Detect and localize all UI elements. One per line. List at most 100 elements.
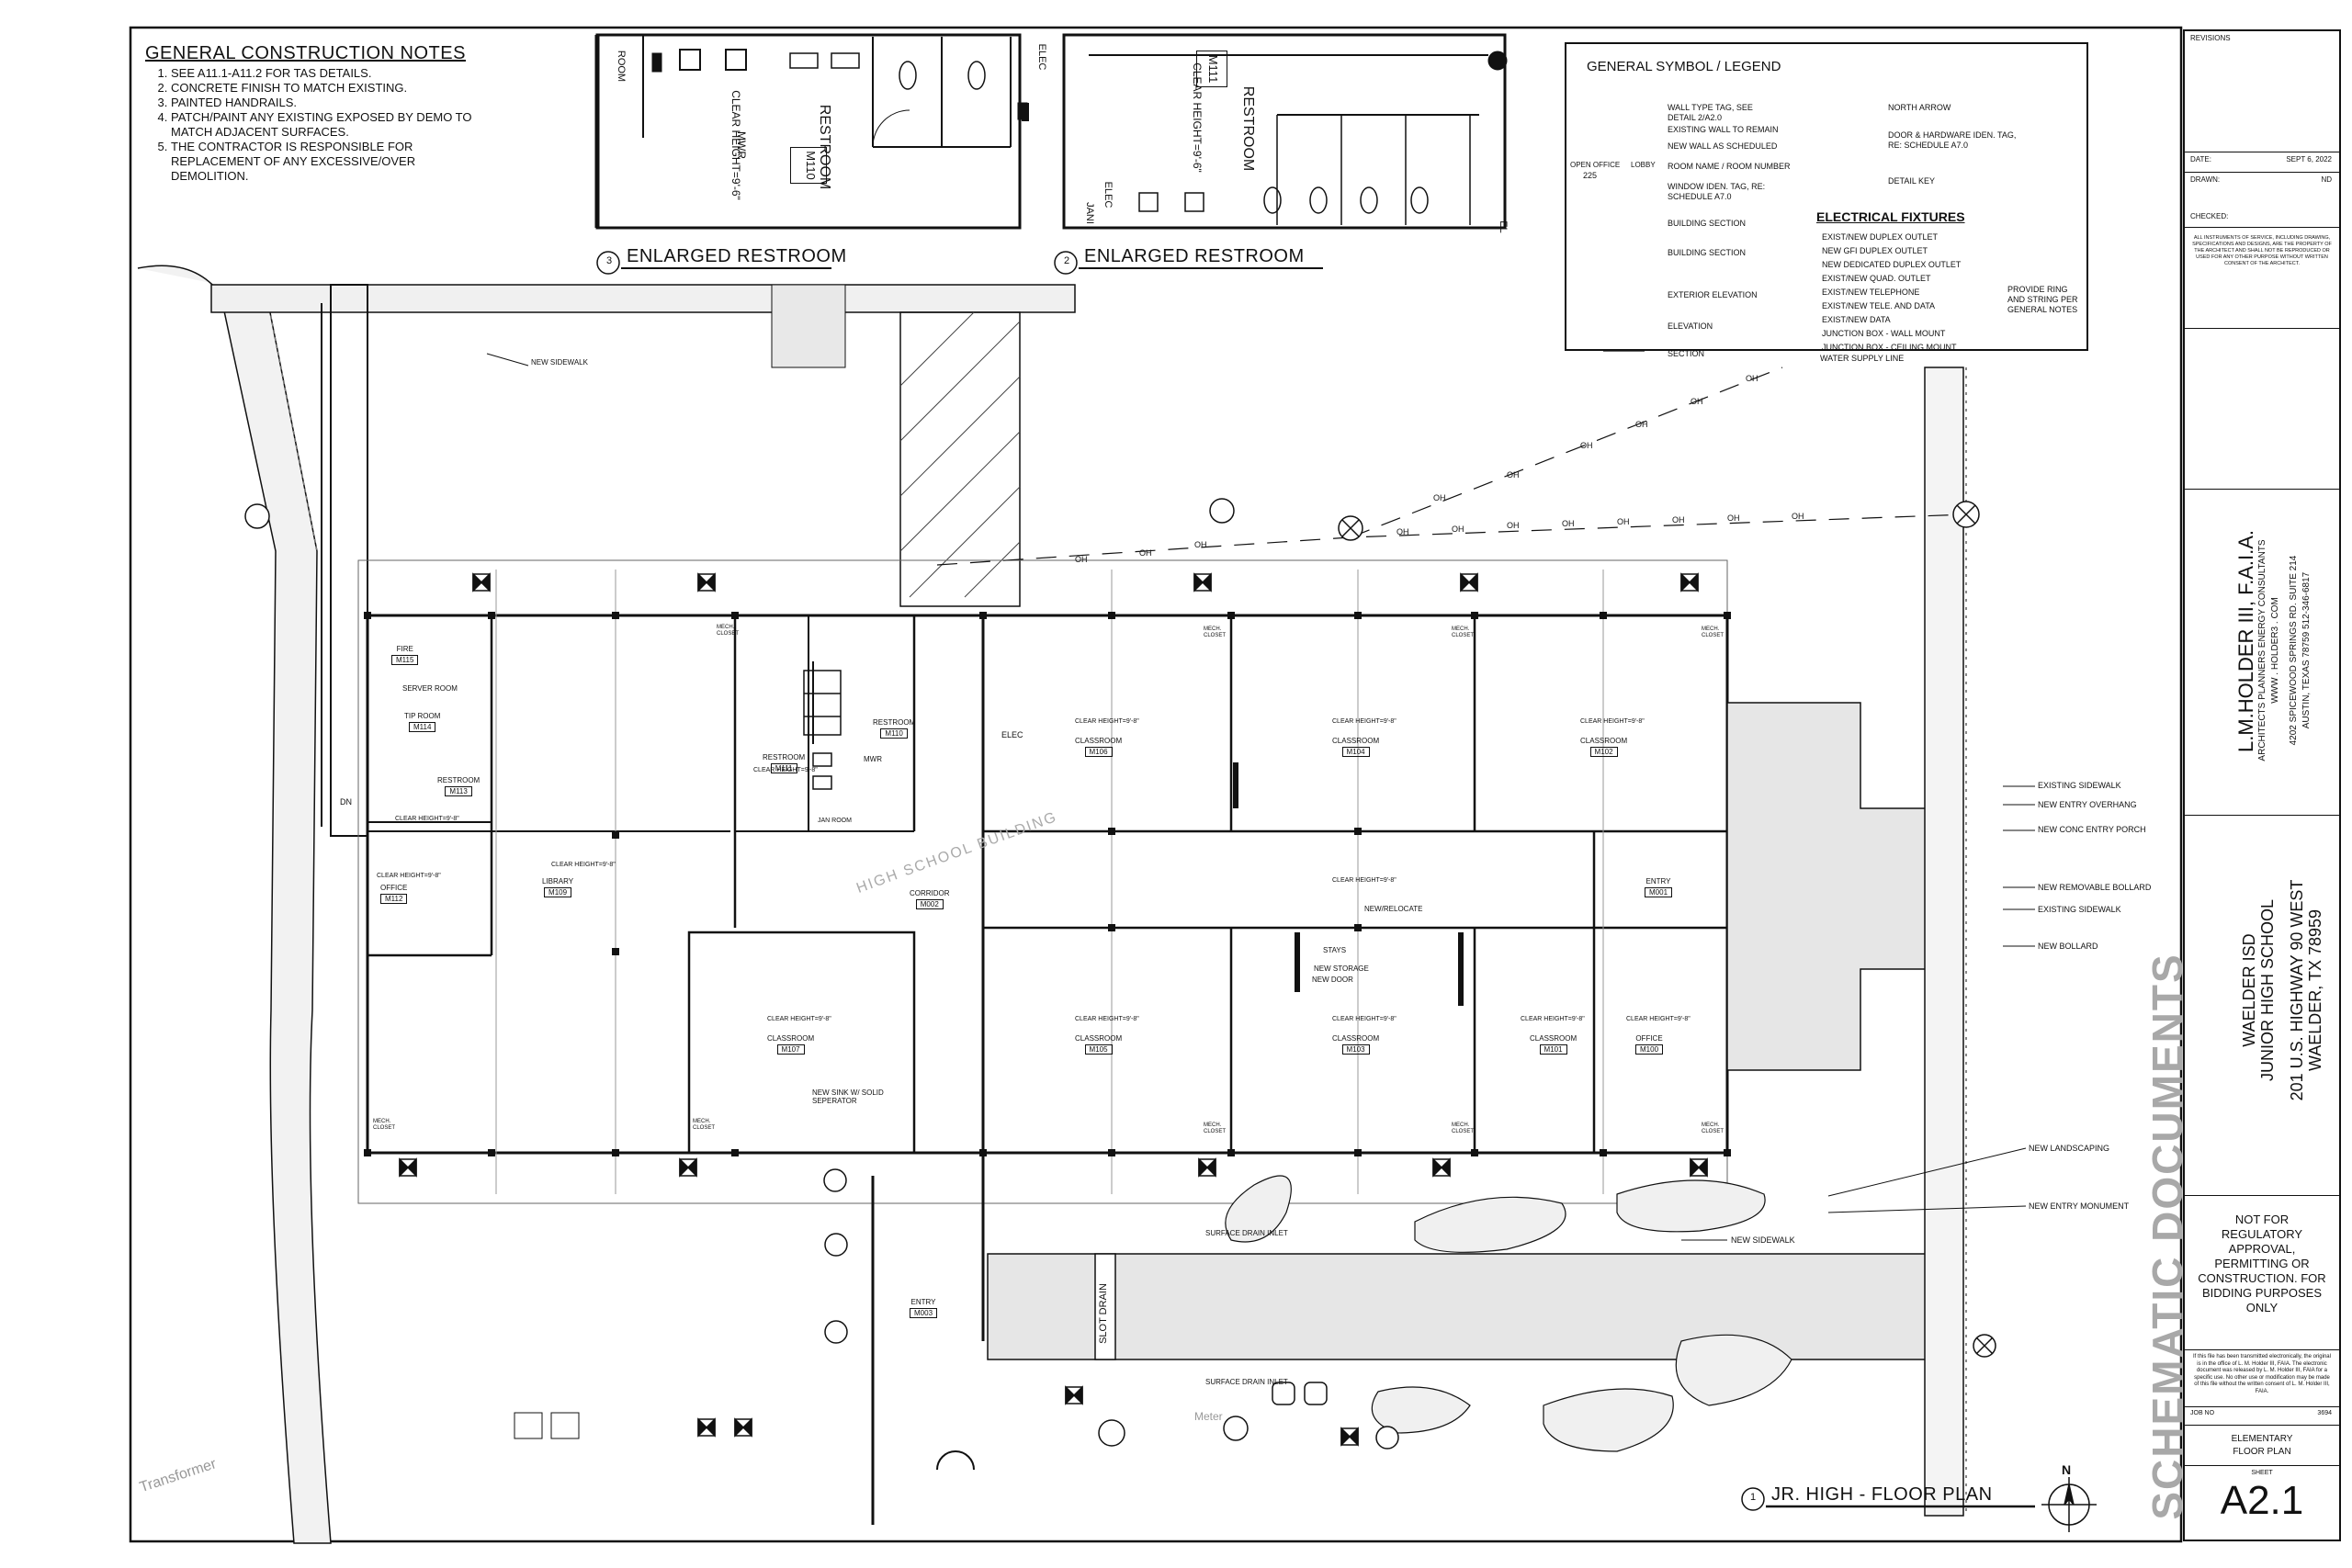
drawn-label: DRAWN: xyxy=(2190,175,2221,184)
svg-text:OH: OH xyxy=(1075,555,1088,564)
enlarged-room-no: M110 xyxy=(804,151,818,180)
enlarged-room-no: M111 xyxy=(1206,54,1220,84)
electrical-title: ELECTRICAL FIXTURES xyxy=(1816,209,1965,224)
legend-room-sample-no: 225 xyxy=(1583,171,1598,180)
svg-text:OH: OH xyxy=(1672,515,1685,525)
elec-item: JUNCTION BOX - CEILING MOUNT xyxy=(1822,343,1957,352)
revisions-label: REVISIONS xyxy=(2190,34,2231,42)
room-name: CLASSROOM xyxy=(1075,737,1123,745)
meter-label: Meter xyxy=(1194,1410,1223,1423)
legend-item: WALL TYPE TAG, SEE DETAIL 2/A2.0 xyxy=(1668,103,1753,122)
elec-item: NEW GFI DUPLEX OUTLET xyxy=(1822,246,1928,255)
legend-item: WINDOW IDEN. TAG, RE: SCHEDULE A7.0 xyxy=(1668,182,1766,201)
construction-notes: GENERAL CONSTRUCTION NOTES SEE A11.1-A11… xyxy=(145,44,494,184)
callout-label: NEW DOOR xyxy=(1312,976,1353,984)
sheet-title-1: ELEMENTARY xyxy=(2231,1434,2293,1444)
job-cell: JOB NO 3694 xyxy=(2185,1407,2339,1426)
sheet-number: A2.1 xyxy=(2220,1478,2304,1523)
legend-item: EXTERIOR ELEVATION xyxy=(1668,290,1758,299)
el-label: EL xyxy=(1498,220,1509,233)
enlarged-title-left: ENLARGED RESTROOM xyxy=(627,246,847,266)
clear-height-label: CLEAR HEIGHT=9'-8" xyxy=(395,816,459,822)
ring-note: PROVIDE RING AND STRING PER GENERAL NOTE… xyxy=(2007,285,2078,314)
checked-label: CHECKED: xyxy=(2190,212,2229,220)
room-number: M101 xyxy=(1539,1044,1567,1055)
clear-height-label: CLEAR HEIGHT=9'-8" xyxy=(1626,1016,1690,1022)
svg-text:OH: OH xyxy=(1562,519,1575,528)
roof-drains xyxy=(399,572,1708,1447)
sheet-border xyxy=(129,26,2183,1543)
callout-label: NEW REMOVABLE BOLLARD xyxy=(2038,883,2152,892)
hatched-breezeway xyxy=(899,311,1021,607)
svg-text:OH: OH xyxy=(1746,374,1758,383)
clear-height-label: CLEAR HEIGHT=9'-8" xyxy=(767,1016,831,1022)
job-label: JOB NO xyxy=(2190,1410,2215,1416)
firm-subtitle: ARCHITECTS PLANNERS ENERGY CONSULTANTS xyxy=(2257,539,2267,761)
room-name: ENTRY xyxy=(910,1298,936,1306)
svg-text:OH: OH xyxy=(1690,397,1703,406)
callout-new-sidewalk: NEW SIDEWALK xyxy=(531,358,588,367)
room-name: CLASSROOM xyxy=(1580,737,1628,745)
callout-label: STAYS xyxy=(1323,946,1347,954)
room-number: M115 xyxy=(391,655,419,665)
north-label: N xyxy=(2062,1462,2072,1477)
elec-item: EXIST/NEW QUAD. OUTLET xyxy=(1822,274,1931,283)
callout-label: NEW/RELOCATE xyxy=(1364,905,1423,913)
room-number: M001 xyxy=(1645,887,1673,897)
north-sidewalk xyxy=(210,284,1076,313)
room-number: M104 xyxy=(1341,747,1370,757)
clear-height-label: CLEAR HEIGHT=9'-8" xyxy=(753,767,818,773)
callout-label: NEW STORAGE xyxy=(1314,964,1369,973)
room-name: RESTROOM xyxy=(873,718,916,727)
room-name: FIRE xyxy=(396,645,413,653)
project-cell: WAELDER ISD JUNIOR HIGH SCHOOL 201 U.S. … xyxy=(2185,816,2339,1196)
mech-closet-label: MECH. CLOSET xyxy=(373,1119,396,1131)
room-name: OFFICE xyxy=(380,884,408,892)
enlarged-title-right: ENLARGED RESTROOM xyxy=(1084,246,1305,266)
callout-label: NEW BOLLARD xyxy=(2038,942,2098,951)
elec-label: ELEC xyxy=(1102,181,1114,209)
room-number: M109 xyxy=(544,887,572,897)
callout-label: EXISTING SIDEWALK xyxy=(2038,905,2121,914)
firm-cell: L.M.HOLDER III, F.A.I.A. ARCHITECTS PLAN… xyxy=(2185,489,2339,816)
south-entry-doors xyxy=(871,1153,985,1525)
legend-item: DOOR & HARDWARE IDEN. TAG, RE: SCHEDULE … xyxy=(1888,130,2017,150)
not-for-construction: NOT FOR REGULATORY APPROVAL, PERMITTING … xyxy=(2185,1196,2339,1350)
legend-item: BUILDING SECTION xyxy=(1668,219,1747,228)
clear-height-label: CLEAR HEIGHT=9'-8" xyxy=(1332,877,1396,884)
elec-item: NEW DEDICATED DUPLEX OUTLET xyxy=(1822,260,1962,269)
note-item: PAINTED HANDRAILS. xyxy=(171,96,494,110)
date-value: SEPT 6, 2022 xyxy=(2286,155,2332,164)
room-name: CLASSROOM xyxy=(767,1034,815,1043)
elec-item: EXIST/NEW TELE. AND DATA xyxy=(1822,301,1936,310)
stair-down-label: DN xyxy=(340,797,352,807)
room-number: M002 xyxy=(915,899,944,909)
legend-item: BUILDING SECTION xyxy=(1668,248,1747,257)
project-address-1: 201 U.S. HIGHWAY 90 WEST xyxy=(2288,879,2306,1101)
legend-title: GENERAL SYMBOL / LEGEND xyxy=(1587,59,1781,74)
note-item: CONCRETE FINISH TO MATCH EXISTING. xyxy=(171,81,494,96)
room-name: CLASSROOM xyxy=(1332,1034,1380,1043)
callout-label: NEW SINK W/ SOLID SEPERATOR xyxy=(812,1089,884,1105)
elec-item: EXIST/NEW TELEPHONE xyxy=(1822,288,1920,297)
room-number: M111 xyxy=(770,763,797,773)
callout-label: NEW SIDEWALK xyxy=(1731,1235,1795,1245)
clear-height-label: CLEAR HEIGHT=9'-8" xyxy=(1075,718,1139,725)
enlarged-restroom-2 xyxy=(1022,33,1508,230)
job-value: 3694 xyxy=(2317,1410,2332,1416)
plan-title: JR. HIGH - FLOOR PLAN xyxy=(1771,1484,1993,1505)
note-item: PATCH/PAINT ANY EXISTING EXPOSED BY DEMO… xyxy=(171,110,494,140)
south-sidewalk xyxy=(987,1253,1930,1360)
firm-address-1: 4202 SPICEWOOD SPRINGS RD. SUITE 214 xyxy=(2289,555,2299,746)
room-name: CLASSROOM xyxy=(1332,737,1380,745)
svg-text:OH: OH xyxy=(1792,512,1804,521)
room-label: FIRE M115 xyxy=(391,645,419,665)
svg-text:OH: OH xyxy=(1635,420,1648,429)
